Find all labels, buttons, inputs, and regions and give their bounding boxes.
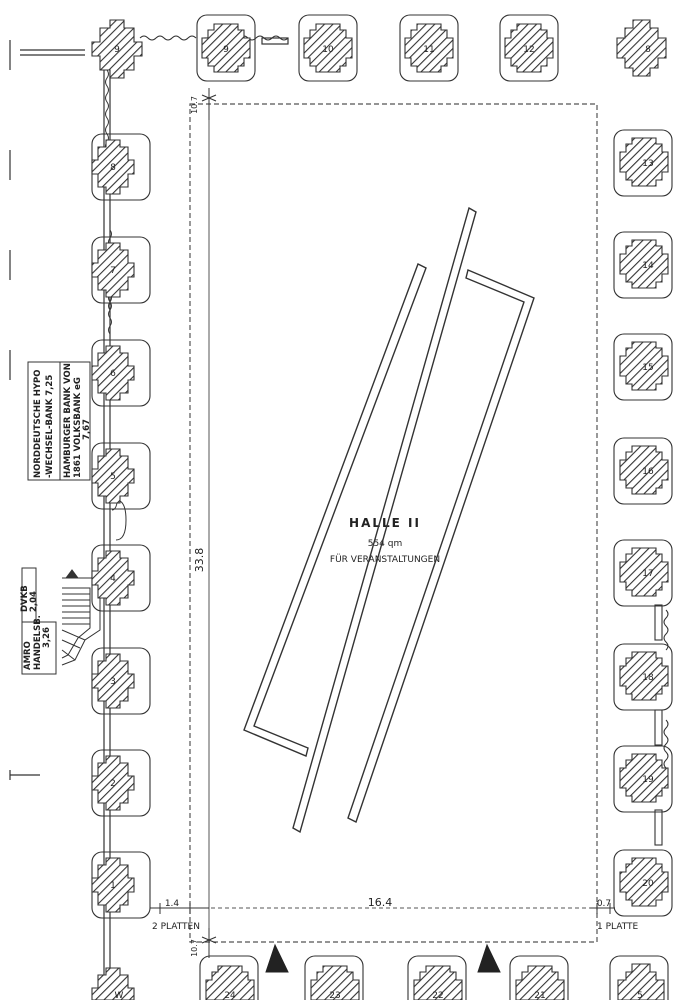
hall-title: HALLE II [349,516,421,530]
bank2-line2: 1861 VOLKSBANK eG [73,377,83,478]
dim-top-gap: 10.7 [190,96,199,114]
dim-right-gap: 0.7 [597,899,611,909]
stand-right-16: 16 [642,467,654,477]
stand-left-1: 1 [110,881,116,891]
stand-right-17: 17 [642,569,653,579]
dim-left-note: 2 PLATTEN [152,922,200,932]
entrance-markers [265,943,501,973]
dimension-labels: 33.8 16.4 10.7 10.7 1.4 0.7 2 PLATTEN 1 … [152,96,639,957]
bank4-line3: 3,26 [42,627,52,648]
stand-right-15: 15 [642,363,653,373]
stand-bottom-corner: 5 [637,991,643,1000]
bank4-line1: AMRO [23,641,33,670]
stand-left-6: 6 [110,369,116,379]
dim-width: 16.4 [368,896,393,909]
dim-right-note: 1 PLATTE [597,922,639,932]
entrance-marker-left [265,943,289,973]
stand-frames [91,14,673,1000]
stand-top-9: 9 [223,45,229,55]
stand-bottom-22: 22 [432,991,443,1000]
bank3-line1: DVKB [20,585,30,612]
l-panel-lower [243,263,427,757]
columns [91,19,669,1000]
stand-top-11: 11 [423,45,434,55]
hall-area: 554 qm [368,539,403,549]
bank1-line2: -WECHSEL-BANK 7,25 [45,375,55,478]
stand-bottom-24: 24 [224,991,236,1000]
stand-right-20: 20 [642,879,654,889]
l-panel-upper [347,269,535,823]
stand-top-corner: 8 [645,45,651,55]
stand-bottom-21: 21 [534,991,545,1000]
bank3-line2: 2,04 [29,591,39,612]
diagonal-panel-long [292,206,477,834]
bank1-line1: NORDDEUTSCHE HYPO [33,370,43,478]
stand-top-12: 12 [523,45,534,55]
hall-outline [189,103,598,943]
stand-right-19: 19 [642,775,654,785]
dimension-lines [150,88,615,958]
stand-left-3: 3 [110,677,116,687]
dim-height: 33.8 [193,548,206,573]
right-wall [654,604,669,846]
bank-boxes [21,361,91,675]
stand-left-7: 7 [110,266,116,276]
entrance-marker-right [477,943,501,973]
stand-bottom-23: 23 [329,991,340,1000]
stand-left-2: 2 [110,779,116,789]
dim-bottom-gap: 10.7 [190,939,199,957]
stand-left-5: 5 [110,472,116,482]
hall-label: HALLE II 554 qm FÜR VERANSTALTUNGEN [330,516,440,565]
stand-numbers: 9 8 7 6 5 4 3 2 1 W 9 10 11 12 8 13 14 1… [110,45,654,1000]
display-panels [243,206,535,834]
stand-left-8: 8 [110,163,116,173]
stand-right-13: 13 [642,159,653,169]
stand-left-w: W [115,991,124,1000]
bank2-line1: HAMBURGER BANK VON [63,363,73,478]
stand-right-18: 18 [642,673,654,683]
bank-labels: NORDDEUTSCHE HYPO -WECHSEL-BANK 7,25 HAM… [20,363,92,670]
stand-left-9: 9 [114,45,120,55]
dim-left-gap: 1.4 [165,899,180,909]
stand-left-4: 4 [110,574,116,584]
bank2-line3: 7,67 [82,419,92,440]
stand-top-10: 10 [322,45,334,55]
stand-right-14: 14 [642,261,654,271]
hall-purpose: FÜR VERANSTALTUNGEN [330,554,440,565]
bank4-line2: HANDELSB. [33,615,43,670]
